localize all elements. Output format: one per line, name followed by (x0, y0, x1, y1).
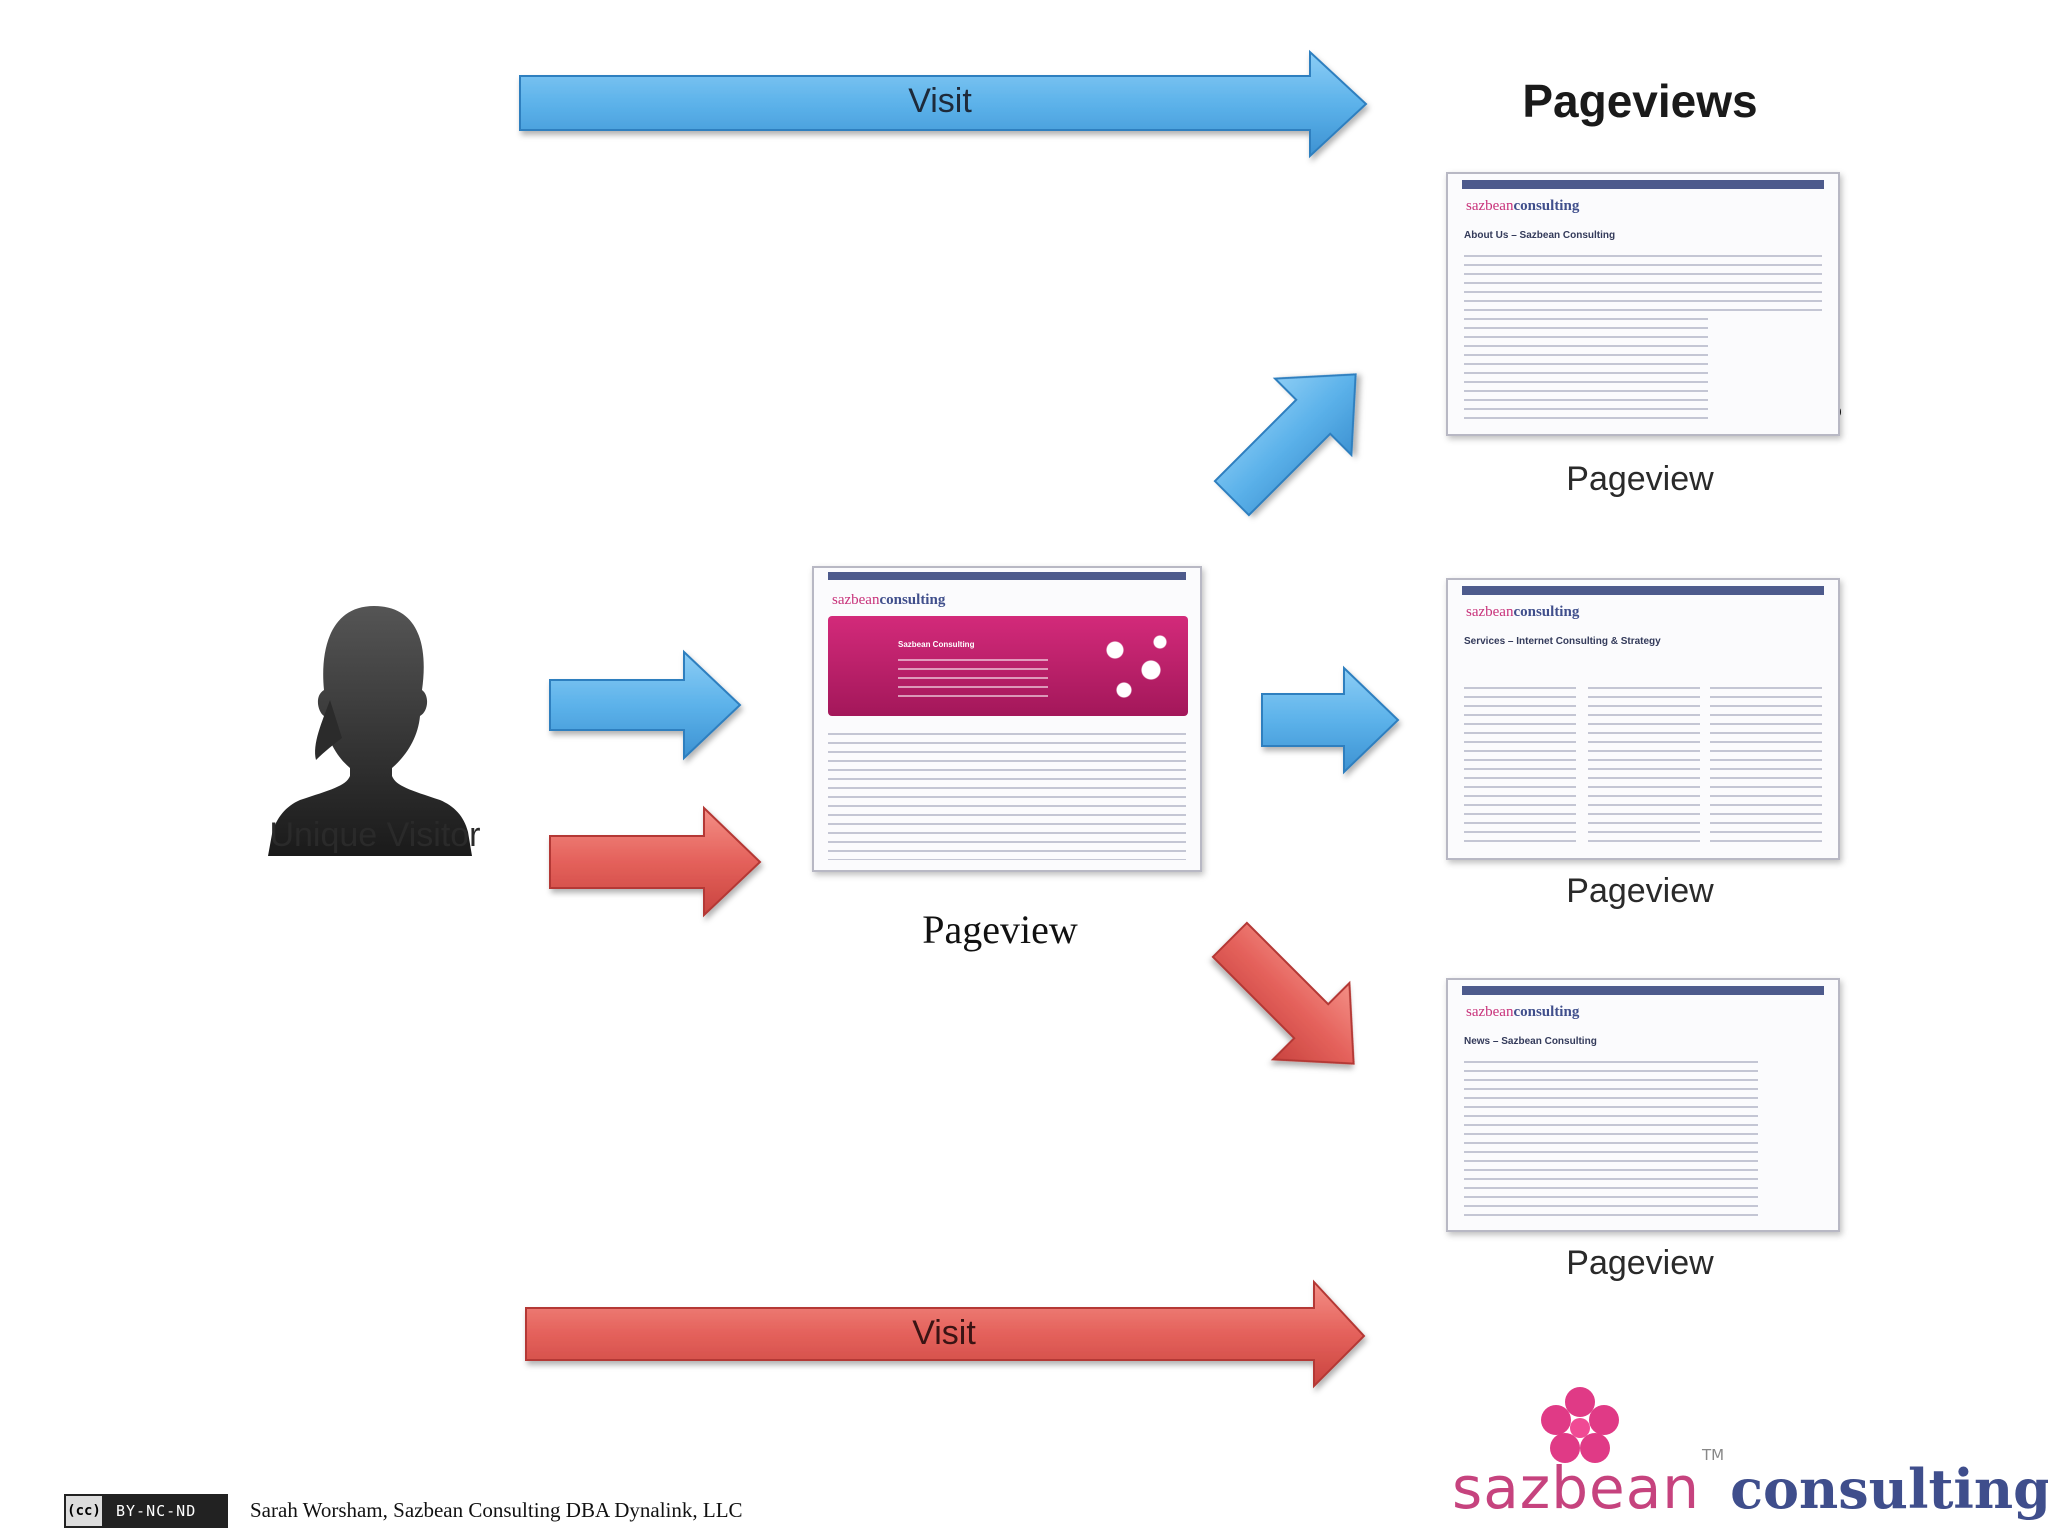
flower-icon (1541, 1387, 1619, 1463)
diagonal-arrow-red (1211, 921, 1355, 1065)
brand-logo-consulting: consulting (1730, 1457, 2048, 1521)
home-page-thumbnail: sazbeanconsulting Sazbean Consulting (812, 566, 1202, 872)
entry-arrow-blue (549, 649, 742, 761)
visit-arrow-blue (519, 49, 1368, 159)
cc-icon: (cc) (66, 1496, 104, 1526)
thumb-logo-b: consulting (879, 592, 946, 608)
thumb-logo-b: consulting (1513, 1004, 1580, 1020)
next-arrow-blue (1261, 665, 1400, 775)
cc-license-code: BY-NC-ND (116, 1502, 197, 1520)
footer-credit: Sarah Worsham, Sazbean Consulting DBA Dy… (250, 1498, 743, 1522)
home-banner: Sazbean Consulting (828, 616, 1188, 716)
center-pageview-label: Pageview (922, 907, 1078, 952)
about-title: About Us – Sazbean Consulting (1464, 230, 1616, 241)
brand-tm: TM (1702, 1446, 1725, 1464)
visit-arrow-red (525, 1279, 1366, 1389)
brand-logo-sazbean: sazbean (1452, 1454, 1701, 1522)
diagonal-arrow-blue (1213, 373, 1357, 517)
news-page-thumbnail: sazbeanconsulting News – Sazbean Consult… (1446, 978, 1840, 1232)
thumb-logo-a: sazbean (1466, 1004, 1514, 1020)
services-title: Services – Internet Consulting & Strateg… (1464, 636, 1661, 647)
visit-top-label: Visit (908, 82, 972, 120)
about-page-thumbnail: sazbeanconsulting About Us – Sazbean Con… (1446, 172, 1840, 436)
thumb-logo-a: sazbean (832, 592, 880, 608)
unique-visitor-label: Unique Visitor (269, 816, 481, 854)
thumb-logo-b: consulting (1513, 198, 1580, 214)
cc-license-badge: (cc) BY-NC-ND (64, 1494, 228, 1528)
entry-arrow-red (549, 805, 762, 918)
pageview-label-3: Pageview (1566, 1244, 1714, 1282)
pageview-label-2: Pageview (1566, 872, 1714, 910)
services-page-thumbnail: sazbeanconsulting Services – Internet Co… (1446, 578, 1840, 860)
visit-bottom-label: Visit (912, 1314, 976, 1352)
thumb-logo-b: consulting (1513, 604, 1580, 620)
pageviews-title: Pageviews (1522, 75, 1758, 127)
pageview-label-1: Pageview (1566, 460, 1714, 498)
thumb-logo-a: sazbean (1466, 198, 1514, 214)
banner-title: Sazbean Consulting (898, 640, 975, 649)
news-title: News – Sazbean Consulting (1464, 1036, 1597, 1047)
thumb-logo-a: sazbean (1466, 604, 1514, 620)
user-silhouette-icon (268, 606, 472, 856)
